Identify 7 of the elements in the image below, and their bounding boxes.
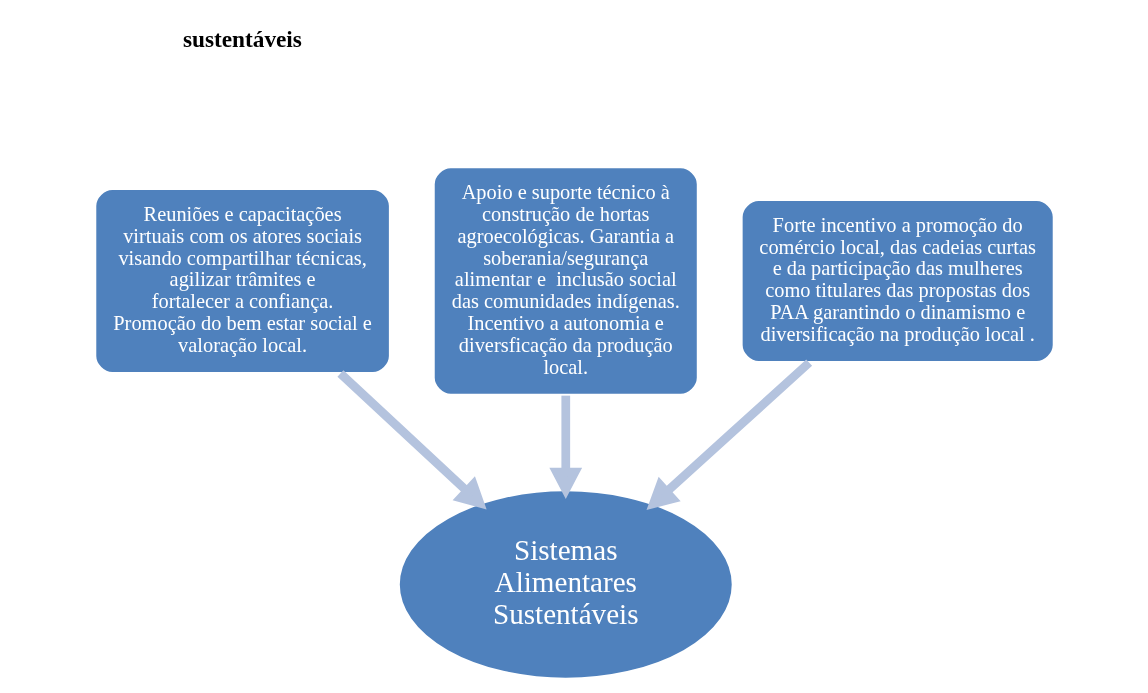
node-box: Apoio e suporte técnico à construção de hortas agroecológicas. Garantia a soberania/segurança alimentar e inclusão social das comunidades indígenas. Incentivo a autonomia e diversficação da produção local. [431,165,700,397]
node-box: Forte incentivo a promoção do comércio local, das cadeias curtas e da participação das mulheres como titulares das propostas dos PAA garantindo o dinamismo e diversificação na produção local . [739,198,1056,364]
label: sustentáveis [182,26,302,53]
arrow [548,395,582,499]
arrow [646,359,812,510]
node-ellipse: Sistemas Alimentares Sustentáveis [396,488,735,681]
arrow [336,370,487,510]
